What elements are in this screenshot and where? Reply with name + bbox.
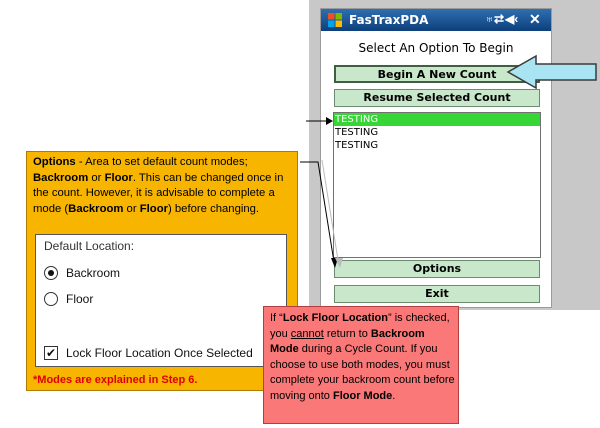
floor-term: Floor [139,202,168,215]
list-item[interactable]: TESTING [335,140,379,151]
lock-floor-callout: If “Lock Floor Location” is checked, you… [263,306,459,424]
title-bar: FasTraxPDA ♅⇄ ◀‹ ✕ [321,9,551,31]
app-title: FasTraxPDA [349,13,429,27]
cannot-term: cannot [290,327,324,340]
options-button[interactable]: Options [334,260,540,278]
text-span: ” is checked, you [270,312,450,340]
text-span: or [88,171,105,184]
text-span: . This can be changed once in the count.… [33,171,284,215]
begin-new-count-button[interactable]: Begin A New Count [334,65,540,83]
default-location-label: Default Location: [44,239,135,253]
options-term: Options [33,156,76,168]
default-location-panel: Default Location: Backroom Floor ✔ Lock … [35,234,287,367]
lock-floor-term: Lock Floor Location [282,312,388,324]
options-callout: Options - Area to set default count mode… [26,151,298,391]
lock-floor-checkbox-label[interactable]: Lock Floor Location Once Selected [66,346,253,360]
floor-radio[interactable] [44,292,58,306]
volume-icon[interactable]: ◀‹ [505,12,519,26]
resume-selected-count-button[interactable]: Resume Selected Count [334,89,540,107]
text-span: If “ [270,312,283,324]
lock-floor-checkbox[interactable]: ✔ [44,346,58,360]
modes-note: *Modes are explained in Step 6. [33,374,198,386]
backroom-term: Backroom [33,171,89,184]
close-icon[interactable]: ✕ [529,11,541,27]
backroom-mode-term: Backroom Mode [270,327,425,356]
options-description: Options - Area to set default count mode… [33,155,291,217]
floor-radio-label[interactable]: Floor [66,292,94,306]
backroom-radio-label[interactable]: Backroom [66,266,121,280]
count-list[interactable]: TESTING TESTING TESTING [333,112,541,258]
backroom-radio[interactable] [44,266,58,280]
text-span: during a Cycle Count. If you choose to u… [270,343,455,402]
windows-logo-icon[interactable] [327,12,343,28]
radio-selected-dot-icon [48,270,54,276]
text-span: . [392,389,396,402]
list-item[interactable]: TESTING [334,113,540,126]
lock-floor-description: If “Lock Floor Location” is checked, you… [270,311,456,404]
floor-term: Floor [104,171,133,184]
text-span: return to [323,327,371,340]
text-span: or [123,202,140,215]
screen-heading: Select An Option To Begin [358,41,514,55]
floor-mode-term: Floor Mode [332,389,393,402]
exit-button[interactable]: Exit [334,285,540,303]
pda-window: FasTraxPDA ♅⇄ ◀‹ ✕ Select An Option To B… [320,8,552,308]
text-span: ) before changing. [168,202,260,215]
connectivity-icon[interactable]: ♅⇄ [485,12,505,26]
list-item[interactable]: TESTING [335,127,379,138]
backroom-term: Backroom [68,202,124,215]
text-span: - Area to set default count modes; [75,156,248,168]
